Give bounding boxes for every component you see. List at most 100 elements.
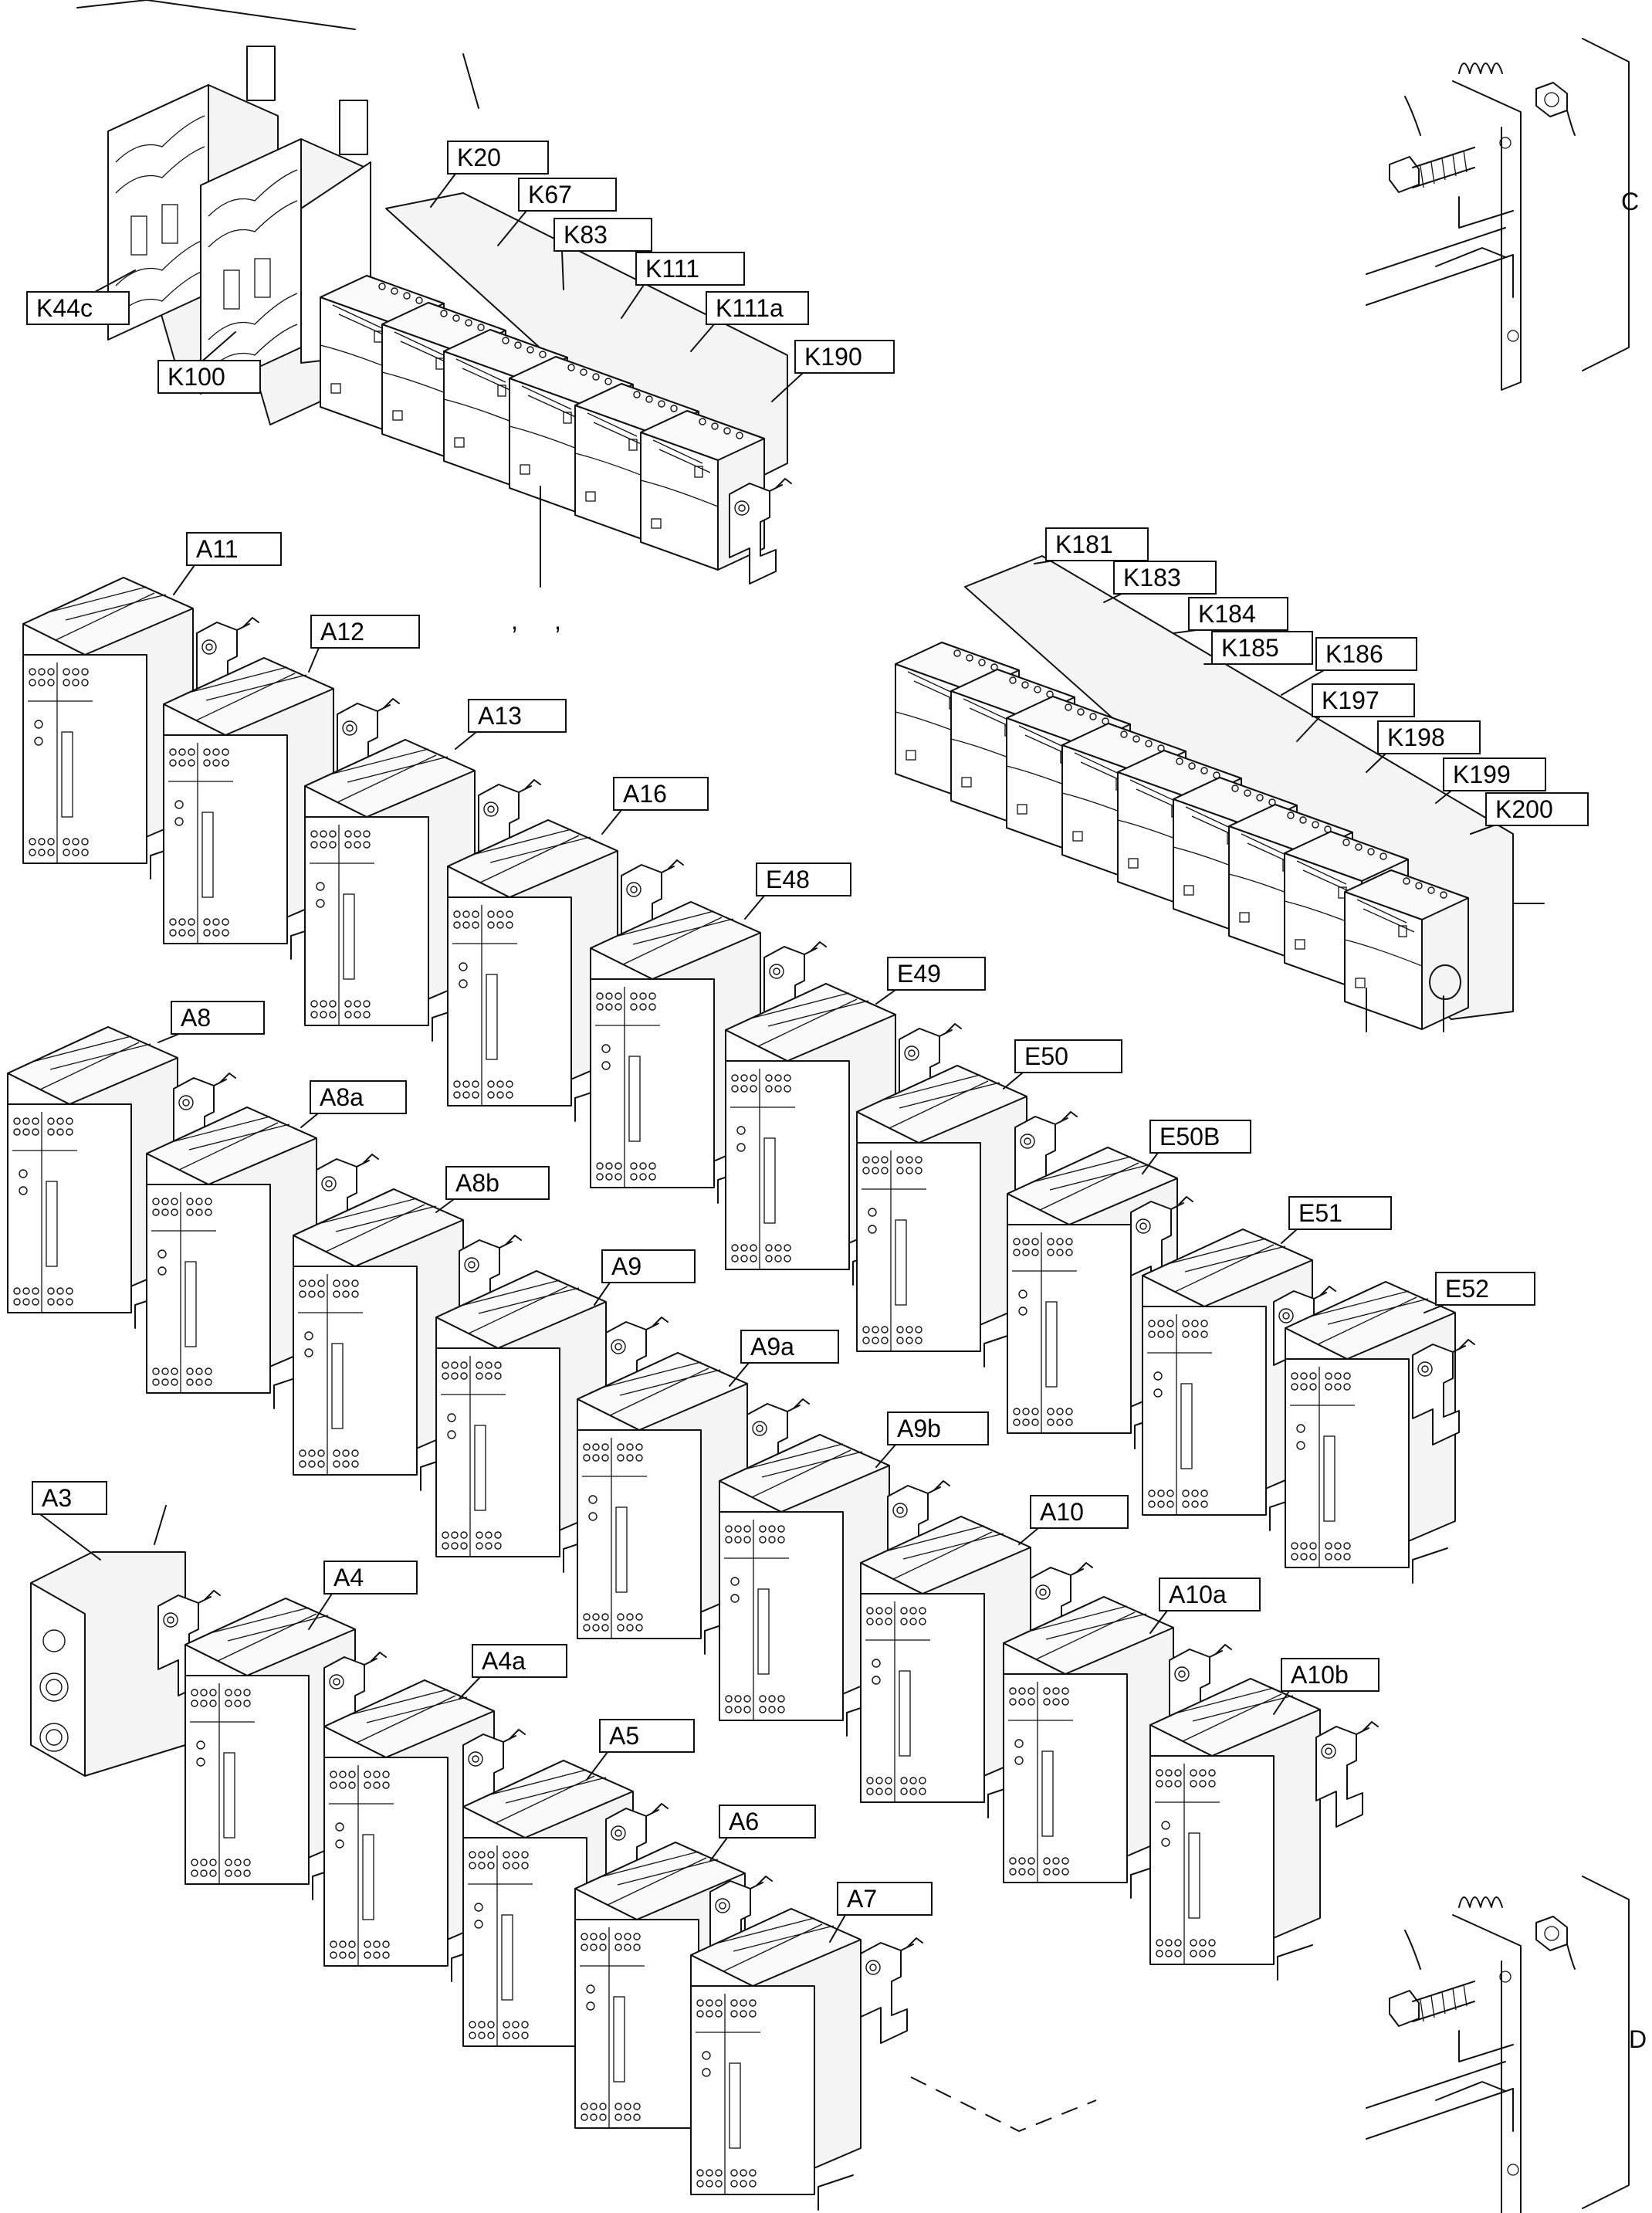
label-text: A11 [196, 535, 239, 563]
leader-line [1296, 716, 1321, 742]
label-a6: A6 [709, 1805, 816, 1862]
leader-line [300, 1113, 319, 1128]
label-box [468, 699, 567, 733]
label-k183: K183 [1103, 561, 1217, 603]
leader-line [455, 731, 477, 750]
leader-line [435, 1198, 455, 1213]
label-text: K198 [1387, 724, 1445, 751]
label-a10a: A10a [1149, 1578, 1261, 1634]
leader-line [157, 1033, 180, 1043]
label-box [794, 340, 895, 374]
leader-line [173, 564, 195, 595]
label-text: K199 [1453, 761, 1511, 788]
leader-line [875, 989, 896, 1005]
label-a5: A5 [586, 1719, 695, 1781]
leader-line [1435, 790, 1452, 804]
leader-line [594, 1282, 611, 1306]
label-box [1113, 561, 1217, 595]
label-box [186, 532, 282, 566]
label-text: A4 [333, 1564, 364, 1591]
leader-line [744, 895, 765, 920]
label-box [32, 1481, 107, 1515]
label-a9a: A9a [729, 1330, 839, 1387]
detail-letter-d: D [1629, 2025, 1647, 2053]
label-box [1045, 527, 1149, 561]
part-labels: K20K67K83K111K111aK190K44cK100K181K183K1… [26, 141, 1589, 1943]
label-text: K200 [1495, 795, 1553, 823]
label-box [1159, 1578, 1261, 1611]
leader-line [875, 1444, 896, 1468]
label-text: K20 [457, 144, 501, 171]
label-box [599, 1719, 695, 1753]
label-e51: E51 [1281, 1196, 1392, 1244]
label-box [756, 862, 851, 896]
label-e48: E48 [744, 862, 851, 920]
label-a8: A8 [157, 1001, 265, 1043]
comma-mark: , [511, 607, 518, 635]
label-text: K83 [564, 221, 608, 249]
label-box [1149, 1120, 1251, 1154]
leader-line [1281, 1229, 1298, 1244]
label-text: K186 [1325, 640, 1383, 668]
label-k184: K184 [1173, 597, 1288, 634]
label-text: A3 [42, 1484, 72, 1512]
label-box [26, 291, 130, 325]
label-k185: K185 [1203, 631, 1313, 665]
label-text: A5 [609, 1722, 639, 1750]
label-text: K111 [645, 255, 699, 283]
label-text: A13 [478, 702, 522, 730]
relay-row-k20 [320, 192, 792, 588]
leader-line [771, 372, 804, 402]
label-box [310, 615, 420, 649]
label-box [447, 141, 549, 175]
leader-line [1470, 825, 1495, 835]
label-k67: K67 [497, 178, 617, 246]
label-k111: K111 [621, 252, 745, 319]
label-k199: K199 [1435, 757, 1546, 804]
label-text: A16 [623, 780, 667, 808]
label-e49: E49 [875, 957, 986, 1005]
label-a10b: A10b [1273, 1658, 1379, 1715]
label-box [887, 1412, 989, 1445]
label-text: K184 [1198, 600, 1256, 628]
label-a8b: A8b [435, 1166, 550, 1213]
label-text: A10b [1291, 1661, 1349, 1689]
label-text: A8 [181, 1004, 211, 1032]
label-e52: E52 [1423, 1272, 1535, 1313]
leader-line [709, 1837, 728, 1862]
label-k181: K181 [1034, 527, 1149, 564]
label-box [740, 1330, 839, 1364]
label-box [1315, 637, 1417, 671]
label-text: E49 [897, 960, 941, 988]
label-text: A7 [847, 1885, 877, 1913]
label-text: A8b [455, 1169, 499, 1197]
label-box [1485, 792, 1589, 826]
label-a3: A3 [32, 1481, 107, 1561]
label-box [310, 1080, 407, 1114]
label-box [445, 1166, 550, 1200]
label-box [635, 252, 745, 286]
label-k111a: K111a [690, 291, 809, 352]
label-box [1281, 1658, 1379, 1692]
label-text: K44c [36, 294, 93, 322]
leader-line [308, 1593, 333, 1630]
label-text: A12 [320, 618, 364, 646]
leader-line [1366, 753, 1386, 773]
leader-line [430, 173, 456, 208]
leader-line [1003, 1072, 1024, 1090]
leader-line [1281, 669, 1325, 696]
detail-d [1366, 1876, 1630, 2213]
label-text: K185 [1221, 634, 1279, 662]
module-row-3 [30, 1505, 1097, 2211]
label-text: A9a [750, 1333, 794, 1361]
label-a9: A9 [594, 1249, 696, 1306]
leader-line [39, 1513, 101, 1561]
leader-line [308, 647, 320, 673]
leader-line [1103, 593, 1122, 603]
label-text: A9b [897, 1415, 941, 1442]
leader-line [1149, 1610, 1168, 1634]
leader-line [690, 324, 715, 352]
relay-row-k181 [895, 555, 1545, 1032]
label-box [472, 1644, 567, 1678]
